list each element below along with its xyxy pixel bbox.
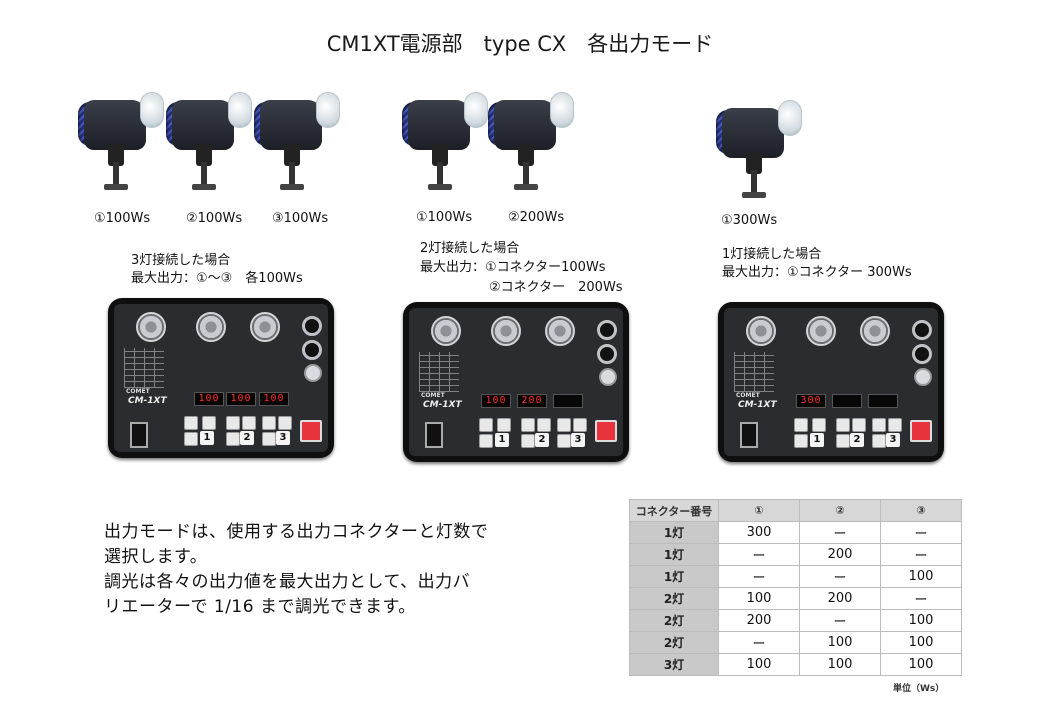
- row-header-cell: 1灯: [629, 543, 719, 566]
- table-cell: 100: [880, 631, 962, 654]
- caption-connection: 3灯接続した場合: [131, 253, 231, 268]
- caption-connection: 1灯接続した場合: [722, 247, 822, 262]
- table-cell: 100: [799, 631, 881, 654]
- table-cell: 100: [880, 609, 962, 632]
- pcell-sensor: [304, 364, 322, 382]
- table-cell: 100: [880, 653, 962, 676]
- table-cell: ー: [799, 521, 881, 544]
- output-display-1: 100: [194, 392, 224, 406]
- output-display-3: [868, 394, 898, 408]
- channel-1-button[interactable]: 1: [810, 433, 824, 447]
- caption-max-output: 最大出力：①コネクター100Ws: [420, 260, 606, 275]
- main-power-switch[interactable]: [740, 422, 758, 448]
- output-display-2: [832, 394, 862, 408]
- flash-head-image: [716, 100, 806, 200]
- row-header-cell: 1灯: [629, 521, 719, 544]
- table-cell: ー: [880, 587, 962, 610]
- table-header: ①: [718, 499, 800, 522]
- output-display-1: 100: [481, 394, 511, 408]
- table-cell: ー: [799, 565, 881, 588]
- table-cell: 200: [799, 543, 881, 566]
- row-header-cell: 2灯: [629, 631, 719, 654]
- table-cell: ー: [718, 631, 800, 654]
- table-cell: 200: [718, 609, 800, 632]
- head-label: ②200Ws: [508, 210, 565, 225]
- main-power-switch[interactable]: [425, 422, 443, 448]
- description-text: 出力モードは、使用する出力コネクターと灯数で 選択します。 調光は各々の出力値を…: [104, 522, 489, 617]
- table-cell: ー: [718, 543, 800, 566]
- head-label: ③100Ws: [272, 211, 329, 226]
- row-header-cell: 2灯: [629, 587, 719, 610]
- table-header: ②: [799, 499, 881, 522]
- table-cell: 100: [718, 653, 800, 676]
- power-pack-1-light: COMET CM-1XT 300 1 2 3: [718, 302, 944, 462]
- table-cell: 300: [718, 521, 800, 544]
- channel-2-button[interactable]: 2: [240, 431, 254, 445]
- channel-2-button[interactable]: 2: [850, 433, 864, 447]
- table-header: コネクター番号: [629, 499, 719, 522]
- table-cell: 100: [799, 653, 881, 676]
- caption-max-output-2: ②コネクター 200Ws: [489, 280, 623, 295]
- caption-connection: 2灯接続した場合: [420, 241, 520, 256]
- table-cell: ー: [718, 565, 800, 588]
- head-label: ①300Ws: [721, 213, 778, 228]
- pcell-sensor: [599, 368, 617, 386]
- table-cell: ー: [880, 543, 962, 566]
- output-display-3: [553, 394, 583, 408]
- ready-button[interactable]: [910, 420, 932, 442]
- page-title: CM1XT電源部 type CX 各出力モード: [326, 32, 714, 56]
- head-label: ②100Ws: [186, 211, 243, 226]
- flash-head-image: [488, 92, 578, 192]
- output-display-1: 300: [796, 394, 826, 408]
- power-pack-2-light: COMET CM-1XT 100 200 1 2 3: [403, 302, 629, 462]
- flash-head-image: [402, 92, 492, 192]
- table-header: ③: [880, 499, 962, 522]
- row-header-cell: 3灯: [629, 653, 719, 676]
- table-cell: 200: [799, 587, 881, 610]
- power-pack-3-light: COMET CM-1XT 100 100 100 1 2 3: [108, 298, 334, 458]
- ready-button[interactable]: [300, 420, 322, 442]
- head-label: ①100Ws: [94, 211, 151, 226]
- flash-head-image: [78, 92, 168, 192]
- caption-max-output: 最大出力：①～③ 各100Ws: [131, 271, 303, 286]
- row-header-cell: 2灯: [629, 609, 719, 632]
- flash-head-image: [254, 92, 344, 192]
- pcell-sensor: [914, 368, 932, 386]
- channel-3-button[interactable]: 3: [571, 433, 585, 447]
- ready-button[interactable]: [595, 420, 617, 442]
- table-cell: ー: [880, 521, 962, 544]
- channel-3-button[interactable]: 3: [276, 431, 290, 445]
- table-header-row: コネクター番号 ① ② ③: [629, 499, 962, 522]
- channel-1-button[interactable]: 1: [495, 433, 509, 447]
- output-display-2: 200: [517, 394, 547, 408]
- table-cell: ー: [799, 609, 881, 632]
- main-power-switch[interactable]: [130, 422, 148, 448]
- unit-label: 単位（Ws）: [893, 684, 945, 694]
- row-header-cell: 1灯: [629, 565, 719, 588]
- table-cell: 100: [880, 565, 962, 588]
- table-cell: 100: [718, 587, 800, 610]
- channel-1-button[interactable]: 1: [200, 431, 214, 445]
- output-display-2: 100: [226, 392, 256, 406]
- output-display-3: 100: [259, 392, 289, 406]
- caption-max-output: 最大出力：①コネクター 300Ws: [722, 265, 912, 280]
- head-label: ①100Ws: [416, 210, 473, 225]
- channel-3-button[interactable]: 3: [886, 433, 900, 447]
- flash-head-image: [166, 92, 256, 192]
- channel-2-button[interactable]: 2: [535, 433, 549, 447]
